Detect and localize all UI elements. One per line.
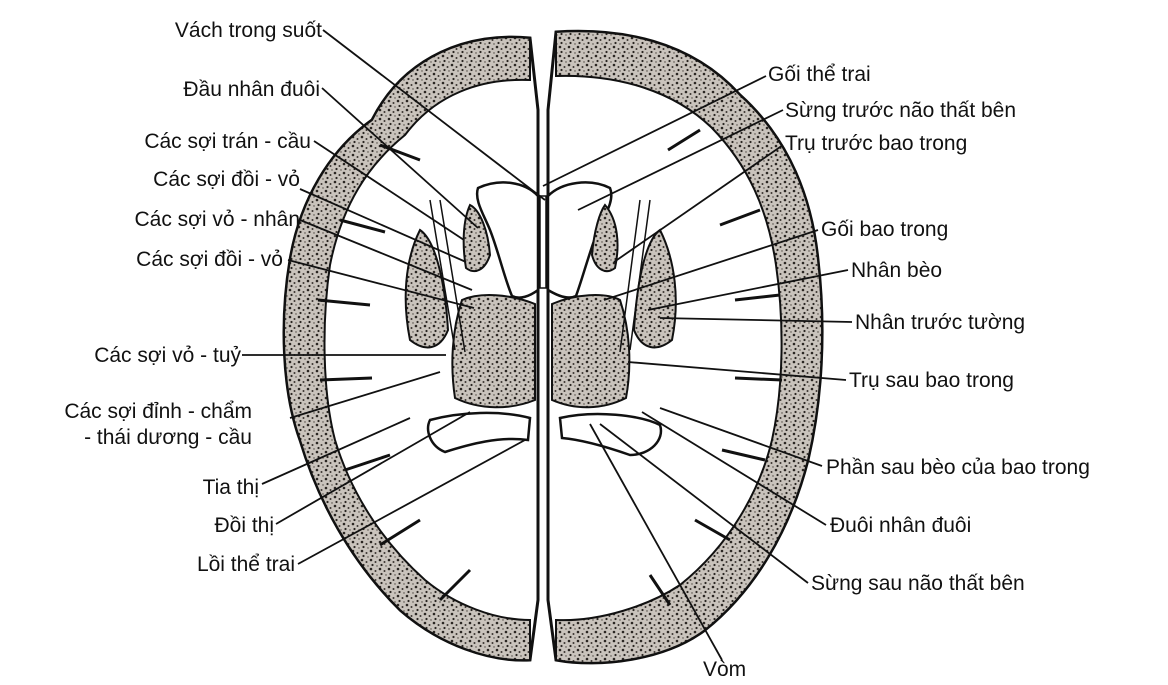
label-soi-dinh-cham-line2: - thái dương - cầu (84, 426, 252, 449)
label-tru-truoc: Trụ trước bao trong (785, 132, 967, 155)
label-soi-doi-vo-2: Các sợi đồi - vỏ (136, 248, 283, 271)
label-soi-vo-nhan: Các sợi vỏ - nhân (134, 208, 300, 231)
label-nhan-beo: Nhân bèo (851, 259, 942, 282)
label-goi-bao-trong: Gối bao trong (821, 218, 948, 241)
label-soi-doi-vo-1: Các sợi đồi - vỏ (153, 168, 300, 191)
label-nhan-truoc-tuong: Nhân trước tường (855, 311, 1025, 334)
label-vach-trong-suot: Vách trong suốt (175, 19, 322, 42)
label-tia-thi: Tia thị (203, 476, 259, 499)
label-sung-sau: Sừng sau não thất bên (811, 572, 1025, 595)
thalamus-right (552, 295, 629, 407)
label-tru-sau: Trụ sau bao trong (849, 369, 1014, 392)
label-soi-vo-tuy: Các sợi vỏ - tuỷ (94, 344, 241, 367)
label-duoi-nhan-duoi: Đuôi nhân đuôi (830, 514, 971, 537)
label-soi-dinh-cham-line1: Các sợi đỉnh - chẩm (64, 400, 252, 423)
label-loi-the-trai: Lồi thể trai (197, 553, 295, 576)
label-soi-tran-cau: Các sợi trán - cầu (144, 130, 311, 153)
label-goi-the-trai: Gối thể trai (768, 63, 871, 86)
label-dau-nhan-duoi: Đầu nhân đuôi (183, 78, 320, 101)
label-doi-thi: Đồi thị (214, 514, 274, 537)
label-vom: Vòm (703, 658, 746, 681)
label-phan-sau-beo: Phần sau bèo của bao trong (826, 456, 1090, 479)
septum-pellucidum (540, 196, 546, 288)
label-sung-truoc: Sừng trước não thất bên (785, 99, 1016, 122)
